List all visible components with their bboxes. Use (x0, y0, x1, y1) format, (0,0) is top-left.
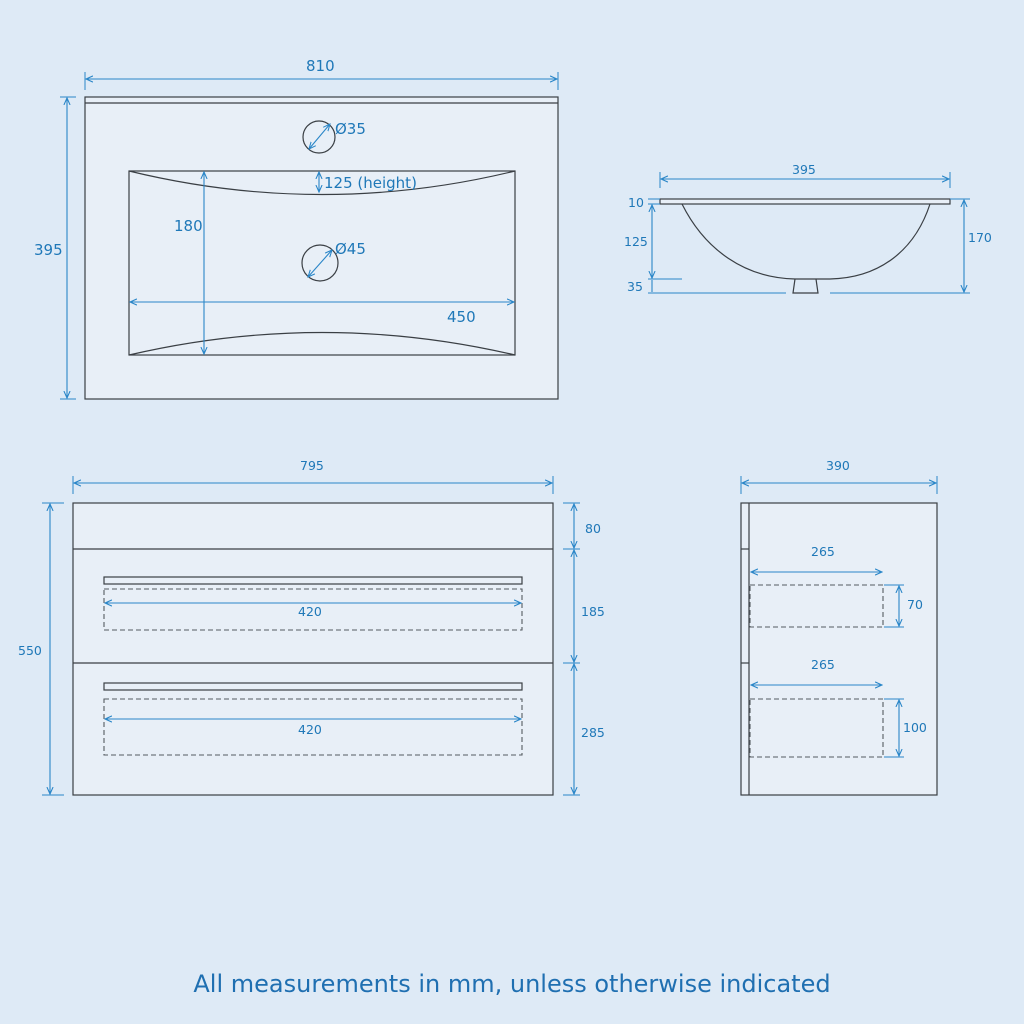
side-drawer2-depth-label: 265 (811, 657, 835, 672)
drawer2-inner-width-label: 420 (298, 722, 322, 737)
measurement-note: All measurements in mm, unless otherwise… (193, 970, 830, 998)
basin-top-outline (84, 96, 559, 400)
side-height-label: 170 (968, 230, 992, 245)
waste-hole-circle (301, 244, 339, 282)
basin-bowl (128, 170, 516, 356)
drawer1-height-label: 185 (581, 604, 605, 619)
side-drawer2-height-label: 100 (903, 720, 927, 735)
basin-bowl-profile (681, 203, 931, 280)
bowl-depth-label: 125 (height) (324, 174, 417, 192)
basin-waste-outlet (792, 278, 819, 294)
side-drawer1-depth-label: 265 (811, 544, 835, 559)
side-bowl-label: 125 (624, 234, 648, 249)
side-waste-label: 35 (627, 279, 643, 294)
bowl-width-label: 450 (447, 308, 476, 326)
bowl-front-back-label: 180 (174, 217, 203, 235)
drawer2-height-label: 285 (581, 725, 605, 740)
tap-hole-circle (302, 120, 336, 154)
basin-top-view: Ø35 Ø45 125 (height) 180 450 810 395 (34, 57, 559, 400)
side-drawer1-inner-outline (749, 584, 884, 628)
drawer2-handle (103, 682, 523, 691)
side-rim-label: 10 (628, 195, 644, 210)
cabinet-side-outline (740, 502, 938, 796)
waste-hole-label: Ø45 (335, 240, 366, 258)
side-drawer2-inner-outline (749, 698, 884, 758)
drawer1-inner-width-label: 420 (298, 604, 322, 619)
cabinet-front-view: 420 420 795 550 80 185 285 (18, 458, 605, 796)
drawer2-inner-outline (103, 698, 523, 756)
tap-hole-diameter-arrow (309, 124, 330, 149)
basin-width-label: 810 (306, 57, 335, 75)
drawer1-inner-outline (103, 588, 523, 631)
side-depth-label: 390 (826, 458, 850, 473)
cabinet-height-label: 550 (18, 643, 42, 658)
basin-depth-label: 395 (34, 241, 63, 259)
side-width-label: 395 (792, 162, 816, 177)
side-drawer1-height-label: 70 (907, 597, 923, 612)
cabinet-side-view: 265 70 265 100 390 (740, 458, 938, 796)
top-panel-label: 80 (585, 521, 601, 536)
cabinet-front-outline (72, 502, 554, 796)
basin-rim (659, 198, 951, 205)
waste-hole-diameter-arrow (308, 250, 332, 277)
basin-side-view: 395 10 125 35 170 (624, 162, 992, 294)
tap-hole-label: Ø35 (335, 120, 366, 138)
cabinet-width-label: 795 (300, 458, 324, 473)
drawer1-handle (103, 576, 523, 585)
